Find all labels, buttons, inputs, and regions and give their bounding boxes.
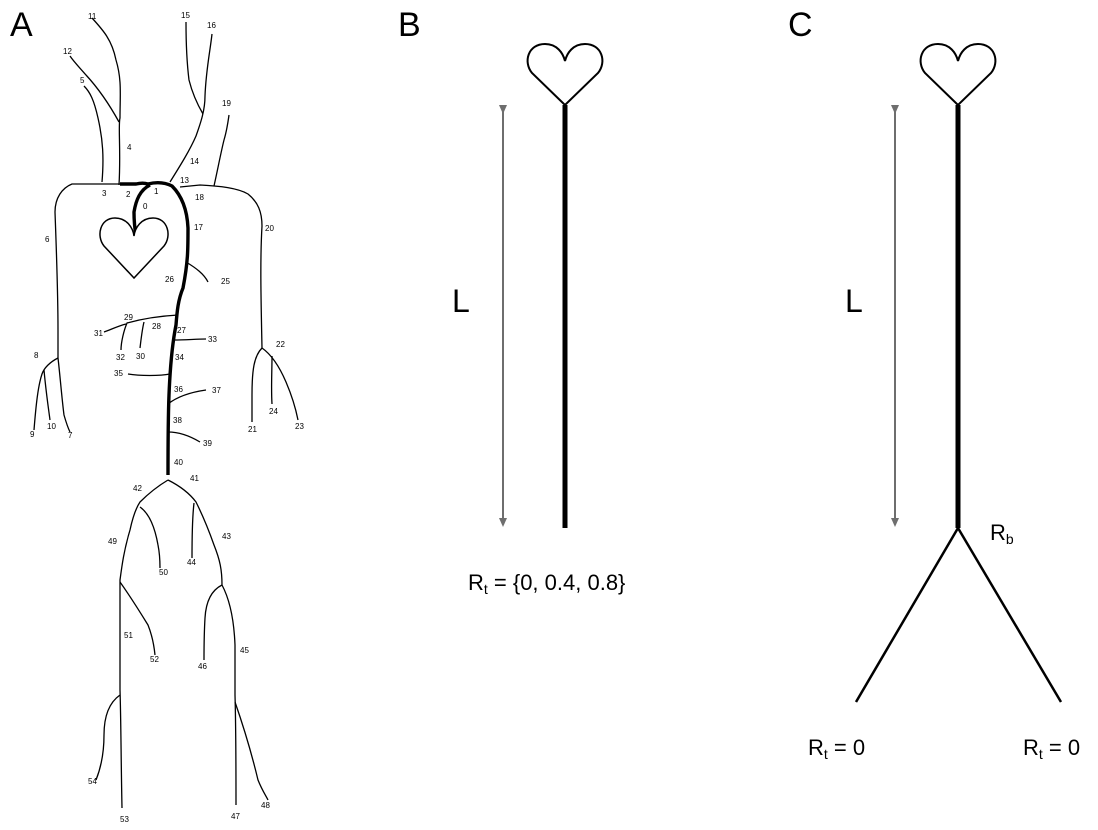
segment-number-46: 46 bbox=[198, 662, 207, 671]
segment-number-39: 39 bbox=[203, 439, 212, 448]
segment-number-12: 12 bbox=[63, 47, 72, 56]
segment-number-25: 25 bbox=[221, 277, 230, 286]
segment-number-7: 7 bbox=[68, 431, 73, 440]
terminal-resistance-label: Rt = {0, 0.4, 0.8} bbox=[468, 570, 625, 597]
vessel-23 bbox=[262, 348, 298, 420]
vessel-12 bbox=[70, 56, 119, 122]
vessel-25 bbox=[186, 262, 208, 282]
vessel-21 bbox=[252, 348, 262, 422]
vessel-33 bbox=[174, 339, 206, 340]
panel-c: C L Rb Rt = 0 Rt = 0 bbox=[788, 6, 1080, 762]
vessel-31 bbox=[104, 324, 126, 332]
segment-number-26: 26 bbox=[165, 275, 174, 284]
segment-number-54: 54 bbox=[88, 777, 97, 786]
segment-number-16: 16 bbox=[207, 21, 216, 30]
segment-number-8: 8 bbox=[34, 351, 39, 360]
vessel-19 bbox=[214, 115, 229, 186]
vessel-35 bbox=[128, 374, 170, 376]
vessel-39 bbox=[168, 432, 200, 442]
segment-number-29: 29 bbox=[124, 313, 133, 322]
segment-number-19: 19 bbox=[222, 99, 231, 108]
vessel-5 bbox=[84, 86, 103, 182]
panel-b: B L Rt = {0, 0.4, 0.8} bbox=[398, 6, 625, 597]
vessel-44 bbox=[192, 503, 194, 558]
segment-number-41: 41 bbox=[190, 474, 199, 483]
thin-vessels bbox=[34, 18, 298, 808]
segment-number-30: 30 bbox=[136, 352, 145, 361]
terminal-resistance-left-label: Rt = 0 bbox=[808, 735, 865, 762]
segment-number-9: 9 bbox=[30, 430, 35, 439]
segment-number-44: 44 bbox=[187, 558, 196, 567]
segment-number-28: 28 bbox=[152, 322, 161, 331]
segment-number-38: 38 bbox=[173, 416, 182, 425]
segment-number-0: 0 bbox=[143, 202, 148, 211]
vessel-right-iliac-53 bbox=[120, 480, 168, 808]
segment-number-43: 43 bbox=[222, 532, 231, 541]
segment-number-32: 32 bbox=[116, 353, 125, 362]
segment-number-2: 2 bbox=[126, 190, 131, 199]
segment-number-13: 13 bbox=[180, 176, 189, 185]
panel-b-letter: B bbox=[398, 6, 421, 44]
terminal-resistance-right-label: Rt = 0 bbox=[1023, 735, 1080, 762]
segment-number-52: 52 bbox=[150, 655, 159, 664]
segment-number-22: 22 bbox=[276, 340, 285, 349]
segment-number-51: 51 bbox=[124, 631, 133, 640]
vessel-daughter-left bbox=[856, 528, 958, 702]
segment-number-27: 27 bbox=[177, 326, 186, 335]
segment-number-31: 31 bbox=[94, 329, 103, 338]
segment-number-53: 53 bbox=[120, 815, 129, 824]
vessel-50 bbox=[140, 507, 160, 568]
segment-number-49: 49 bbox=[108, 537, 117, 546]
heart-icon bbox=[921, 44, 996, 105]
vessel-right-subclavian bbox=[55, 184, 120, 358]
vessel-30 bbox=[140, 322, 144, 348]
segment-number-4: 4 bbox=[127, 143, 132, 152]
panel-a-letter: A bbox=[10, 6, 33, 44]
panel-a: A bbox=[10, 6, 304, 824]
segment-number-11: 11 bbox=[88, 12, 97, 21]
segment-number-17: 17 bbox=[194, 223, 203, 232]
segment-number-20: 20 bbox=[265, 224, 274, 233]
vessel-52 bbox=[120, 582, 155, 655]
segment-number-47: 47 bbox=[231, 812, 240, 821]
segment-number-3: 3 bbox=[102, 189, 107, 198]
vessel-15 bbox=[186, 22, 203, 114]
segment-number-50: 50 bbox=[159, 568, 168, 577]
vessel-left-iliac-47 bbox=[168, 480, 236, 805]
segment-number-14: 14 bbox=[190, 157, 199, 166]
segment-number-5: 5 bbox=[80, 76, 85, 85]
vessel-46 bbox=[204, 585, 222, 660]
segment-number-35: 35 bbox=[114, 369, 123, 378]
segment-number-42: 42 bbox=[133, 484, 142, 493]
bifurcation-resistance-label: Rb bbox=[990, 520, 1014, 547]
segment-number-37: 37 bbox=[212, 386, 221, 395]
segment-number-48: 48 bbox=[261, 801, 270, 810]
vessel-48 bbox=[235, 702, 268, 800]
segment-number-40: 40 bbox=[174, 458, 183, 467]
segment-number-6: 6 bbox=[45, 235, 50, 244]
segment-number-33: 33 bbox=[208, 335, 217, 344]
segment-number-34: 34 bbox=[175, 353, 184, 362]
length-label: L bbox=[845, 283, 863, 319]
segment-number-36: 36 bbox=[174, 385, 183, 394]
panel-c-letter: C bbox=[788, 6, 813, 44]
segment-number-18: 18 bbox=[195, 193, 204, 202]
vessel-7 bbox=[58, 358, 70, 432]
vessel-54 bbox=[96, 695, 120, 780]
segment-number-1: 1 bbox=[154, 187, 159, 196]
segment-number-45: 45 bbox=[240, 646, 249, 655]
heart-icon bbox=[528, 44, 603, 105]
length-label: L bbox=[452, 283, 470, 319]
segment-number-15: 15 bbox=[181, 11, 190, 20]
segment-number-10: 10 bbox=[47, 422, 56, 431]
vessel-daughter-right bbox=[958, 528, 1061, 702]
segment-number-24: 24 bbox=[269, 407, 278, 416]
segment-number-21: 21 bbox=[248, 425, 257, 434]
vessel-10 bbox=[44, 370, 50, 420]
segment-number-23: 23 bbox=[295, 422, 304, 431]
